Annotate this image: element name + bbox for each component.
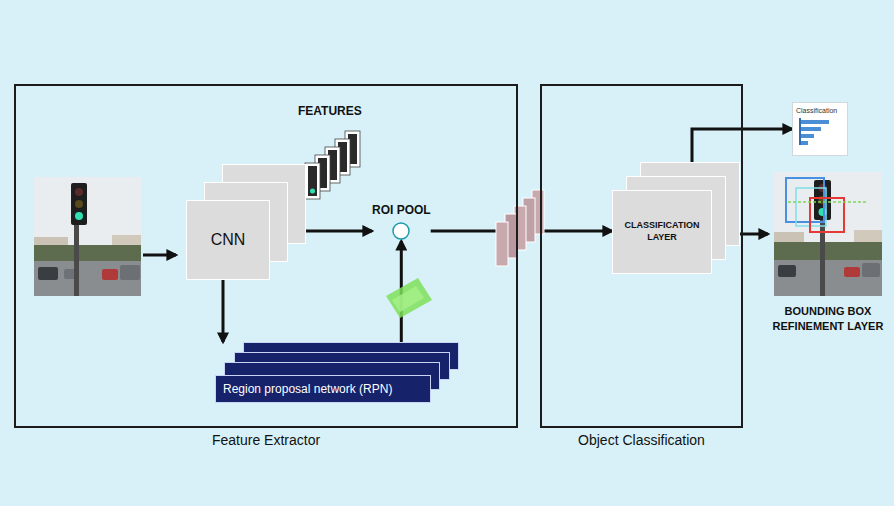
- layer-front: CNN: [186, 200, 270, 280]
- box-label: CNN: [211, 230, 246, 251]
- connector-arrow: [222, 280, 225, 342]
- bar-icon: [796, 115, 840, 147]
- roi-label: ROI POOL: [372, 203, 431, 217]
- connector-arrow: [306, 230, 372, 233]
- result-photo: BOUNDING BOX REFINEMENT LAYER: [768, 172, 888, 334]
- box-label: CLASSIFICATION LAYER: [616, 220, 708, 243]
- stage-region: Feature ExtractorCNNROI POOLRegion propo…: [14, 84, 518, 428]
- photo-caption: BOUNDING BOX REFINEMENT LAYER: [768, 304, 888, 334]
- detection-photo: [774, 172, 882, 296]
- section-label: FEATURES: [298, 104, 362, 118]
- roi-crops: [496, 190, 544, 266]
- rpn-stack: Region proposal network (RPN): [215, 342, 460, 403]
- layer-stack: CLASSIFICATION LAYER: [612, 162, 740, 274]
- layer-front: Region proposal network (RPN): [215, 375, 431, 403]
- input-arrow: [143, 254, 176, 257]
- icon-caption: Classification: [796, 106, 844, 115]
- roi-pool: ROI POOL: [372, 203, 431, 241]
- connector-arrow: [740, 233, 768, 236]
- feature-maps: [305, 131, 360, 199]
- classification-icon: Classification: [792, 102, 848, 156]
- roi-circle: [391, 221, 411, 241]
- region-heading: Object Classification: [542, 432, 741, 448]
- region-heading: Feature Extractor: [16, 432, 516, 448]
- proposal-patch: [386, 278, 432, 318]
- layer-front: CLASSIFICATION LAYER: [612, 190, 712, 274]
- input-photo: [34, 177, 141, 296]
- stage-region: Object ClassificationCLASSIFICATION LAYE…: [540, 84, 743, 428]
- rpn-label: Region proposal network (RPN): [223, 382, 423, 396]
- layer-stack: CNN: [186, 164, 306, 280]
